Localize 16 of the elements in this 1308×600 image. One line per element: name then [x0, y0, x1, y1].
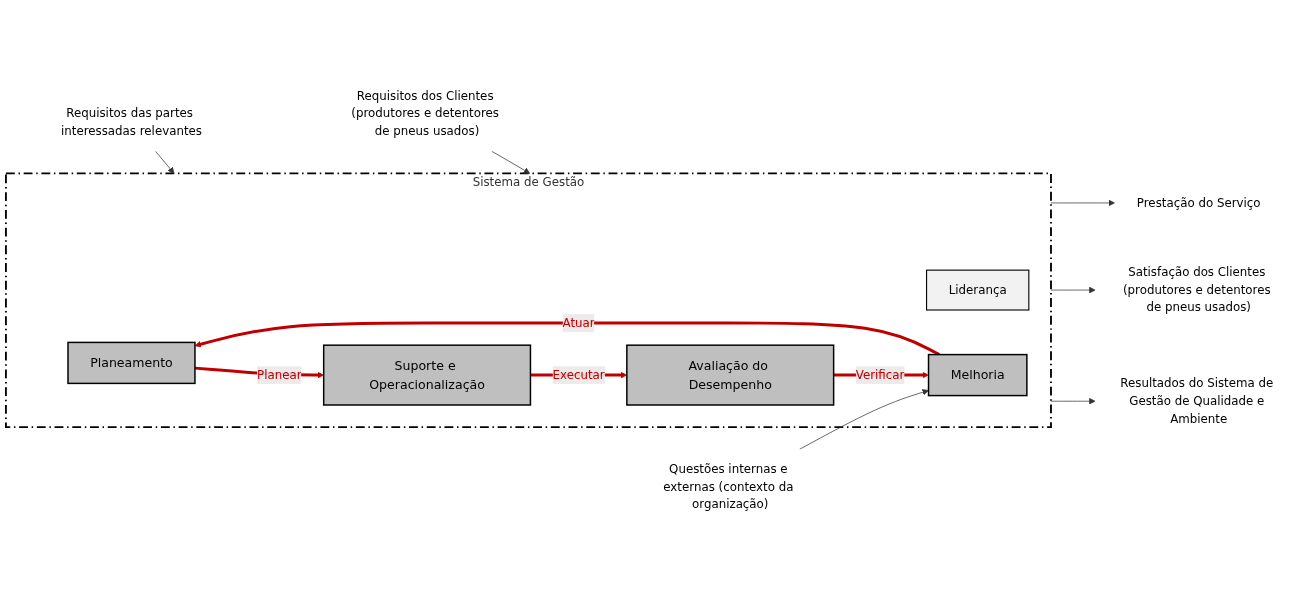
edge-label: Atuar	[562, 315, 595, 330]
node-box: Planeamento	[67, 341, 196, 384]
edge-label: Verificar	[855, 367, 905, 382]
node-text: Questões internas e externas (contexto da organização)	[663, 461, 794, 512]
node-text: Satisfação dos Clientes (produtores e detentores de pneus usados)	[1122, 264, 1271, 315]
node-box: Liderança	[926, 269, 1030, 311]
node-text: Requisitos das partes interessadas relevantes	[60, 105, 202, 138]
node-text: Requisitos dos Clientes (produtores e detentores de pneus usados)	[351, 88, 499, 138]
edge-label: Planear	[257, 367, 302, 382]
node-text: Resultados do Sistema de Gestão de Qualidade e Ambiente	[1120, 375, 1274, 426]
node-text: Prestação do Serviço	[1136, 195, 1261, 210]
arrow	[194, 321, 940, 356]
node-box: Avaliação do Desempenho	[626, 344, 835, 406]
node-box: Suporte e Operacionalização	[322, 344, 532, 406]
edge-label: Executar	[552, 367, 605, 382]
node-box: Melhoria	[927, 353, 1028, 397]
